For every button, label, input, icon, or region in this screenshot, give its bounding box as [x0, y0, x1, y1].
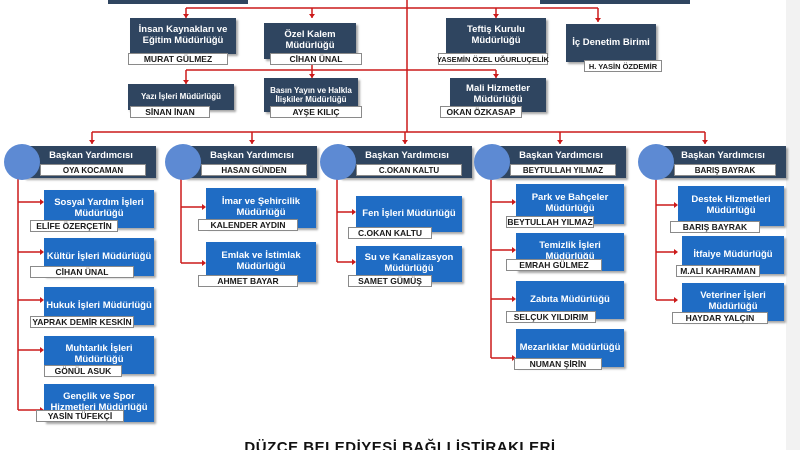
deputy-name: BARIŞ BAYRAK	[674, 164, 776, 176]
unit-name-c1-3: YAPRAK DEMİR KESKİN	[30, 316, 134, 328]
page-edge-band	[786, 0, 800, 450]
deputy-header-5: Başkan Yardımcısı BARIŞ BAYRAK	[638, 144, 786, 180]
unit-name-yi: SİNAN İNAN	[130, 106, 210, 118]
deputy-name: OYA KOCAMAN	[40, 164, 146, 176]
deputy-name: BEYTULLAH YILMAZ	[510, 164, 616, 176]
unit-title: Fen İşleri Müdürlüğü	[362, 207, 456, 219]
top-box-right-edge	[540, 0, 690, 4]
unit-box-tk: Teftiş Kurulu Müdürlüğü	[446, 18, 546, 54]
unit-name-tk: YASEMİN ÖZEL UĞURLUÇELİK	[436, 53, 550, 65]
unit-title: Zabıta Müdürlüğü	[530, 293, 610, 305]
connector-arrow	[309, 14, 315, 18]
unit-title: Basın Yayın ve Halkla İlişkiler Müdürlüğ…	[270, 85, 352, 104]
unit-name-c5-1: BARIŞ BAYRAK	[670, 221, 760, 233]
unit-name-c1-2: CİHAN ÜNAL	[30, 266, 134, 278]
deputy-name: C.OKAN KALTU	[356, 164, 462, 176]
deputy-header-4: Başkan Yardımcısı BEYTULLAH YILMAZ	[474, 144, 626, 180]
unit-title: Hukuk İşleri Müdürlüğü	[46, 299, 152, 311]
unit-box-c3-1: Fen İşleri Müdürlüğü	[356, 196, 462, 232]
unit-title: Sosyal Yardım İşleri Müdürlüğü	[54, 197, 144, 219]
deputy-title: Başkan Yardımcısı	[49, 150, 133, 161]
unit-title: İnsan Kaynakları ve Eğitim Müdürlüğü	[138, 24, 228, 46]
unit-name-c5-3: HAYDAR YALÇIN	[672, 312, 768, 324]
deputy-circle-icon	[320, 144, 356, 180]
deputy-title: Başkan Yardımcısı	[365, 150, 449, 161]
unit-name-ik: MURAT GÜLMEZ	[128, 53, 228, 65]
unit-box-c5-1: Destek Hizmetleri Müdürlüğü	[678, 186, 784, 226]
deputy-title: Başkan Yardımcısı	[681, 150, 765, 161]
top-box-left-edge	[108, 0, 248, 4]
unit-title: Emlak ve İstimlak Müdürlüğü	[221, 250, 301, 272]
deputy-header-3: Başkan Yardımcısı C.OKAN KALTU	[320, 144, 472, 180]
unit-title: Gençlik ve Spor Hizmetleri Müdürlüğü	[50, 391, 148, 413]
unit-title: Özel Kalem Müdürlüğü	[284, 29, 336, 51]
unit-title: İtfaiye Müdürlüğü	[693, 248, 773, 260]
unit-title: Temizlik İşleri Müdürlüğü	[539, 240, 601, 262]
footer-heading: DÜZCE BELEDİYESİ BAĞLI İŞTİRAKLERİ	[244, 439, 556, 450]
unit-title: İmar ve Şehircilik Müdürlüğü	[221, 196, 301, 218]
deputy-header-2: Başkan Yardımcısı HASAN GÜNDEN	[165, 144, 317, 180]
unit-name-c4-3: SELÇUK YILDIRIM	[506, 311, 596, 323]
unit-name-c2-1: KALENDER AYDIN	[198, 219, 298, 231]
deputy-circle-icon	[638, 144, 674, 180]
unit-title: Mezarlıklar Müdürlüğü	[519, 341, 621, 353]
unit-title: Park ve Bahçeler Müdürlüğü	[531, 192, 609, 214]
unit-title: Mali Hizmetler Müdürlüğü	[466, 83, 530, 105]
unit-name-mh: OKAN ÖZKASAP	[440, 106, 522, 118]
unit-name-c2-2: AHMET BAYAR	[198, 275, 298, 287]
unit-title: Veteriner İşleri Müdürlüğü	[700, 290, 766, 312]
unit-name-c1-4: GÖNÜL ASUK	[44, 365, 122, 377]
unit-title: Kültür İşleri Müdürlüğü	[46, 250, 152, 262]
connector-arrow	[89, 140, 95, 144]
unit-title: Yazı İşleri Müdürlüğü	[140, 92, 221, 102]
deputy-circle-icon	[165, 144, 201, 180]
unit-name-c5-2: M.ALİ KAHRAMAN	[676, 265, 760, 277]
unit-title: İç Denetim Birimi	[572, 36, 650, 48]
connector-arrow	[674, 297, 678, 303]
unit-name-id: H. YASİN ÖZDEMİR	[584, 60, 662, 72]
unit-name-c4-1: BEYTULLAH YILMAZ	[506, 216, 594, 228]
unit-name-c4-4: NUMAN ŞİRİN	[514, 358, 602, 370]
deputy-circle-icon	[474, 144, 510, 180]
unit-title: Teftiş Kurulu Müdürlüğü	[467, 24, 525, 46]
deputy-title: Başkan Yardımcısı	[519, 150, 603, 161]
deputy-circle-icon	[4, 144, 40, 180]
unit-title: Destek Hizmetleri Müdürlüğü	[691, 194, 771, 216]
unit-name-c1-1: ELİFE ÖZERÇETİN	[30, 220, 118, 232]
unit-box-id: İç Denetim Birimi	[566, 24, 656, 62]
connector-arrow	[674, 249, 678, 255]
deputy-name: HASAN GÜNDEN	[201, 164, 307, 176]
unit-box-yi: Yazı İşleri Müdürlüğü	[128, 84, 234, 110]
connector-arrow	[595, 18, 601, 22]
unit-name-by: AYŞE KILIÇ	[270, 106, 362, 118]
unit-name-ok: CİHAN ÜNAL	[270, 53, 362, 65]
connector-arrow	[702, 140, 708, 144]
unit-name-c1-5: YASİN TÜFEKÇİ	[36, 410, 124, 422]
connector-arrow	[402, 140, 408, 144]
unit-box-ik: İnsan Kaynakları ve Eğitim Müdürlüğü	[130, 18, 236, 54]
unit-title: Su ve Kanalizasyon Müdürlüğü	[364, 252, 454, 274]
unit-name-c4-2: EMRAH GÜLMEZ	[506, 259, 602, 271]
connector-arrow	[557, 140, 563, 144]
unit-name-c3-1: C.OKAN KALTU	[348, 227, 432, 239]
deputy-header-1: Başkan Yardımcısı OYA KOCAMAN	[4, 144, 156, 180]
connector-arrow	[249, 140, 255, 144]
deputy-title: Başkan Yardımcısı	[210, 150, 294, 161]
unit-title: Muhtarlık İşleri Müdürlüğü	[65, 343, 133, 365]
unit-name-c3-2: SAMET GÜMÜŞ	[348, 275, 432, 287]
